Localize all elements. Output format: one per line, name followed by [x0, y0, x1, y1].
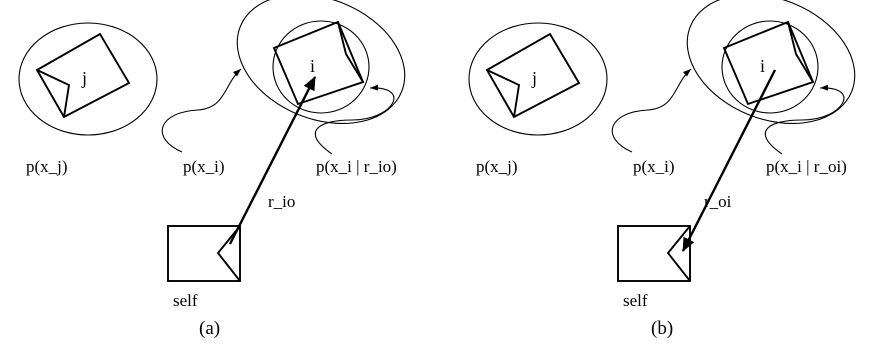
object-i-inner-ellipse	[721, 20, 819, 114]
self-notch	[666, 225, 691, 282]
self-label: self	[623, 291, 648, 310]
relation-label: r_io	[268, 192, 295, 211]
cond-label: p(x_i | r_oi)	[766, 157, 847, 176]
prob-i-label: p(x_i)	[183, 157, 225, 176]
object-i-label: i	[310, 56, 315, 76]
object-i-flap	[787, 21, 814, 83]
caption-b: (b)	[651, 318, 673, 339]
object-j-envelope	[485, 32, 581, 119]
prob-j-label: p(x_j)	[26, 157, 68, 176]
prob-j-label: p(x_j)	[476, 157, 518, 176]
cond-pointer	[314, 84, 395, 155]
prob-i-label: p(x_i)	[633, 157, 675, 176]
object-i-outer-ellipse	[236, 0, 406, 125]
object-j-label: j	[531, 68, 537, 88]
relation-label: r_oi	[704, 192, 732, 211]
caption-a: (a)	[199, 318, 220, 339]
panel-b: j p(x_j) i p(x_i) p(x_i | r_oi) self r_o…	[468, 0, 856, 339]
prob-i-pointer	[611, 68, 692, 153]
relation-arrow	[228, 76, 317, 245]
self-notch	[216, 225, 241, 282]
object-j-flap	[486, 69, 521, 118]
object-j-ellipse	[468, 22, 608, 136]
self-label: self	[173, 291, 198, 310]
object-j-flap	[36, 69, 71, 118]
object-i-envelope	[722, 20, 815, 106]
object-i-flap	[337, 21, 364, 83]
cond-label: p(x_i | r_io)	[316, 157, 397, 176]
self-box	[617, 225, 691, 282]
relation-arrow	[681, 69, 777, 252]
cond-pointer	[764, 84, 845, 155]
object-j-label: j	[81, 68, 87, 88]
object-i-inner-ellipse	[272, 20, 370, 114]
object-i-label: i	[760, 56, 765, 76]
self-box	[167, 225, 241, 282]
object-i-outer-ellipse	[686, 0, 856, 125]
prob-i-pointer	[161, 68, 242, 153]
object-j-envelope	[35, 32, 131, 119]
object-j-ellipse	[18, 22, 158, 136]
panel-a: j p(x_j) i p(x_i) p(x_i | r_io) self r_i…	[18, 0, 406, 339]
